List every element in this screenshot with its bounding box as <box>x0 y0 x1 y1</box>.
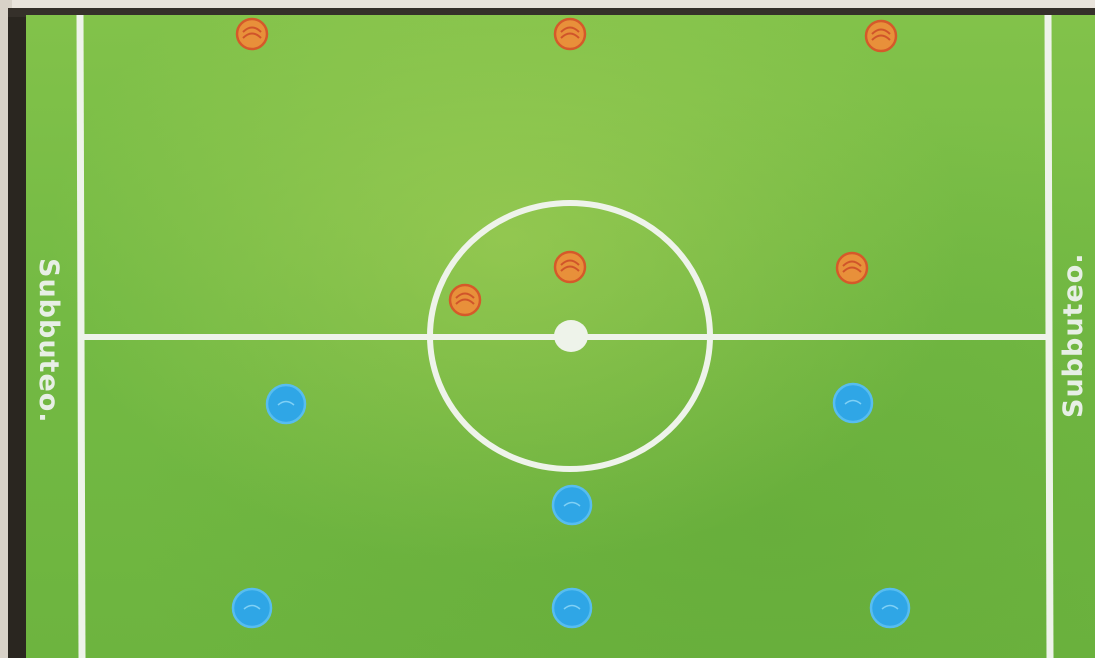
pitch-markings: Subbuteo. Subbuteo. <box>26 15 1095 658</box>
centre-spot <box>554 320 588 352</box>
blue-player[interactable] <box>553 589 591 627</box>
blue-player[interactable] <box>267 385 305 423</box>
red-player[interactable] <box>555 19 585 49</box>
red-player[interactable] <box>555 252 585 282</box>
blue-player[interactable] <box>871 589 909 627</box>
red-player[interactable] <box>866 21 896 51</box>
brand-label-right: Subbuteo. <box>1058 252 1089 418</box>
touchline-right <box>1048 15 1050 658</box>
red-player[interactable] <box>237 19 267 49</box>
blue-player[interactable] <box>233 589 271 627</box>
red-player[interactable] <box>450 285 480 315</box>
touchline-left <box>80 15 82 658</box>
red-player[interactable] <box>837 253 867 283</box>
blue-player[interactable] <box>834 384 872 422</box>
blue-player[interactable] <box>553 486 591 524</box>
football-pitch: Subbuteo. Subbuteo. <box>26 15 1095 658</box>
brand-label-left: Subbuteo. <box>33 258 64 424</box>
